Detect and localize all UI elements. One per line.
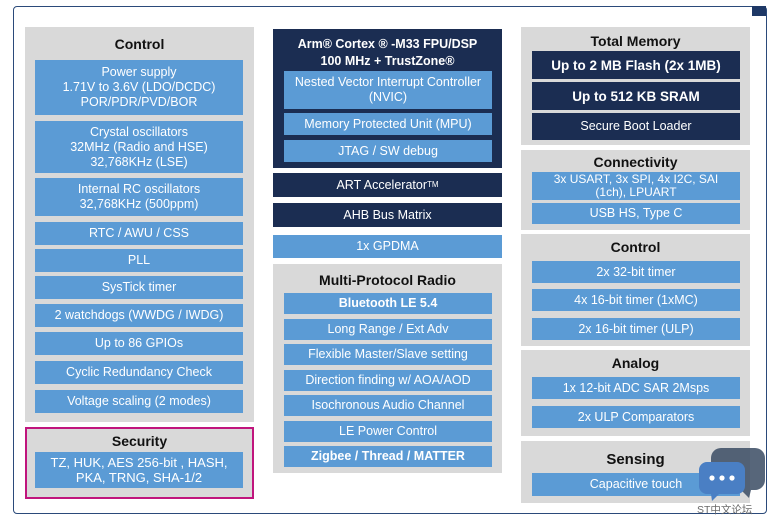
gpios-block: Up to 86 GPIOs [35, 332, 243, 355]
comparators-block: 2x ULP Comparators [532, 406, 740, 428]
memory-title: Total Memory [590, 33, 681, 49]
security-title: Security [111, 433, 168, 449]
watermark-text: ST中文论坛 [697, 504, 753, 516]
crc-block: Cyclic Redundancy Check [35, 361, 243, 384]
connectivity-title: Connectivity [593, 154, 678, 170]
adc-block: 1x 12-bit ADC SAR 2Msps [532, 377, 740, 399]
master-slave-block: Flexible Master/Slave setting [284, 344, 492, 365]
power-supply-block: Power supply 1.71V to 3.6V (LDO/DCDC) PO… [35, 60, 243, 115]
art-label: ART Accelerator [336, 177, 427, 192]
internal-rc-block: Internal RC oscillators 32,768KHz (500pp… [35, 178, 243, 216]
flash-block: Up to 2 MB Flash (2x 1MB) [532, 51, 740, 79]
watchdogs-block: 2 watchdogs (WWDG / IWDG) [35, 304, 243, 327]
security-features-block: TZ, HUK, AES 256-bit , HASH, PKA, TRNG, … [35, 452, 243, 488]
nvic-block: Nested Vector Interrupt Controller (NVIC… [284, 71, 492, 109]
crystal-oscillators-block: Crystal oscillators 32MHz (Radio and HSE… [35, 121, 243, 173]
bluetooth-le-block: Bluetooth LE 5.4 [284, 293, 492, 314]
isochronous-audio-block: Isochronous Audio Channel [284, 395, 492, 416]
capacitive-touch-block: Capacitive touch [532, 473, 740, 496]
pll-block: PLL [35, 249, 243, 272]
chat-bubble-icon [699, 444, 769, 507]
control-panel-title: Control [114, 36, 165, 52]
le-power-control-block: LE Power Control [284, 421, 492, 442]
radio-title: Multi-Protocol Radio [319, 272, 456, 288]
timers-title: Control [610, 239, 661, 255]
analog-title: Analog [611, 355, 660, 371]
direction-finding-block: Direction finding w/ AOA/AOD [284, 370, 492, 391]
cpu-title-line2: 100 MHz + TrustZone® [320, 54, 455, 68]
sensing-title: Sensing [606, 451, 665, 468]
gpdma-block: 1x GPDMA [273, 235, 502, 258]
jtag-block: JTAG / SW debug [284, 140, 492, 162]
diagram-frame [13, 6, 767, 514]
secure-boot-block: Secure Boot Loader [532, 113, 740, 140]
mpu-block: Memory Protected Unit (MPU) [284, 113, 492, 135]
zigbee-thread-matter-block: Zigbee / Thread / MATTER [284, 446, 492, 467]
timer-32bit-block: 2x 32-bit timer [532, 261, 740, 283]
usb-block: USB HS, Type C [532, 203, 740, 224]
sram-block: Up to 512 KB SRAM [532, 82, 740, 110]
voltage-scaling-block: Voltage scaling (2 modes) [35, 390, 243, 413]
systick-block: SysTick timer [35, 276, 243, 299]
cpu-title-line1: Arm® Cortex ® -M33 FPU/DSP [297, 37, 478, 51]
usart-spi-i2c-block: 3x USART, 3x SPI, 4x I2C, SAI (1ch), LPU… [532, 172, 740, 200]
corner-tab [752, 6, 766, 16]
long-range-block: Long Range / Ext Adv [284, 319, 492, 340]
timer-16bit-mc-block: 4x 16-bit timer (1xMC) [532, 289, 740, 311]
ahb-bus-matrix-block: AHB Bus Matrix [273, 203, 502, 227]
rtc-block: RTC / AWU / CSS [35, 222, 243, 245]
timer-16bit-ulp-block: 2x 16-bit timer (ULP) [532, 318, 740, 340]
